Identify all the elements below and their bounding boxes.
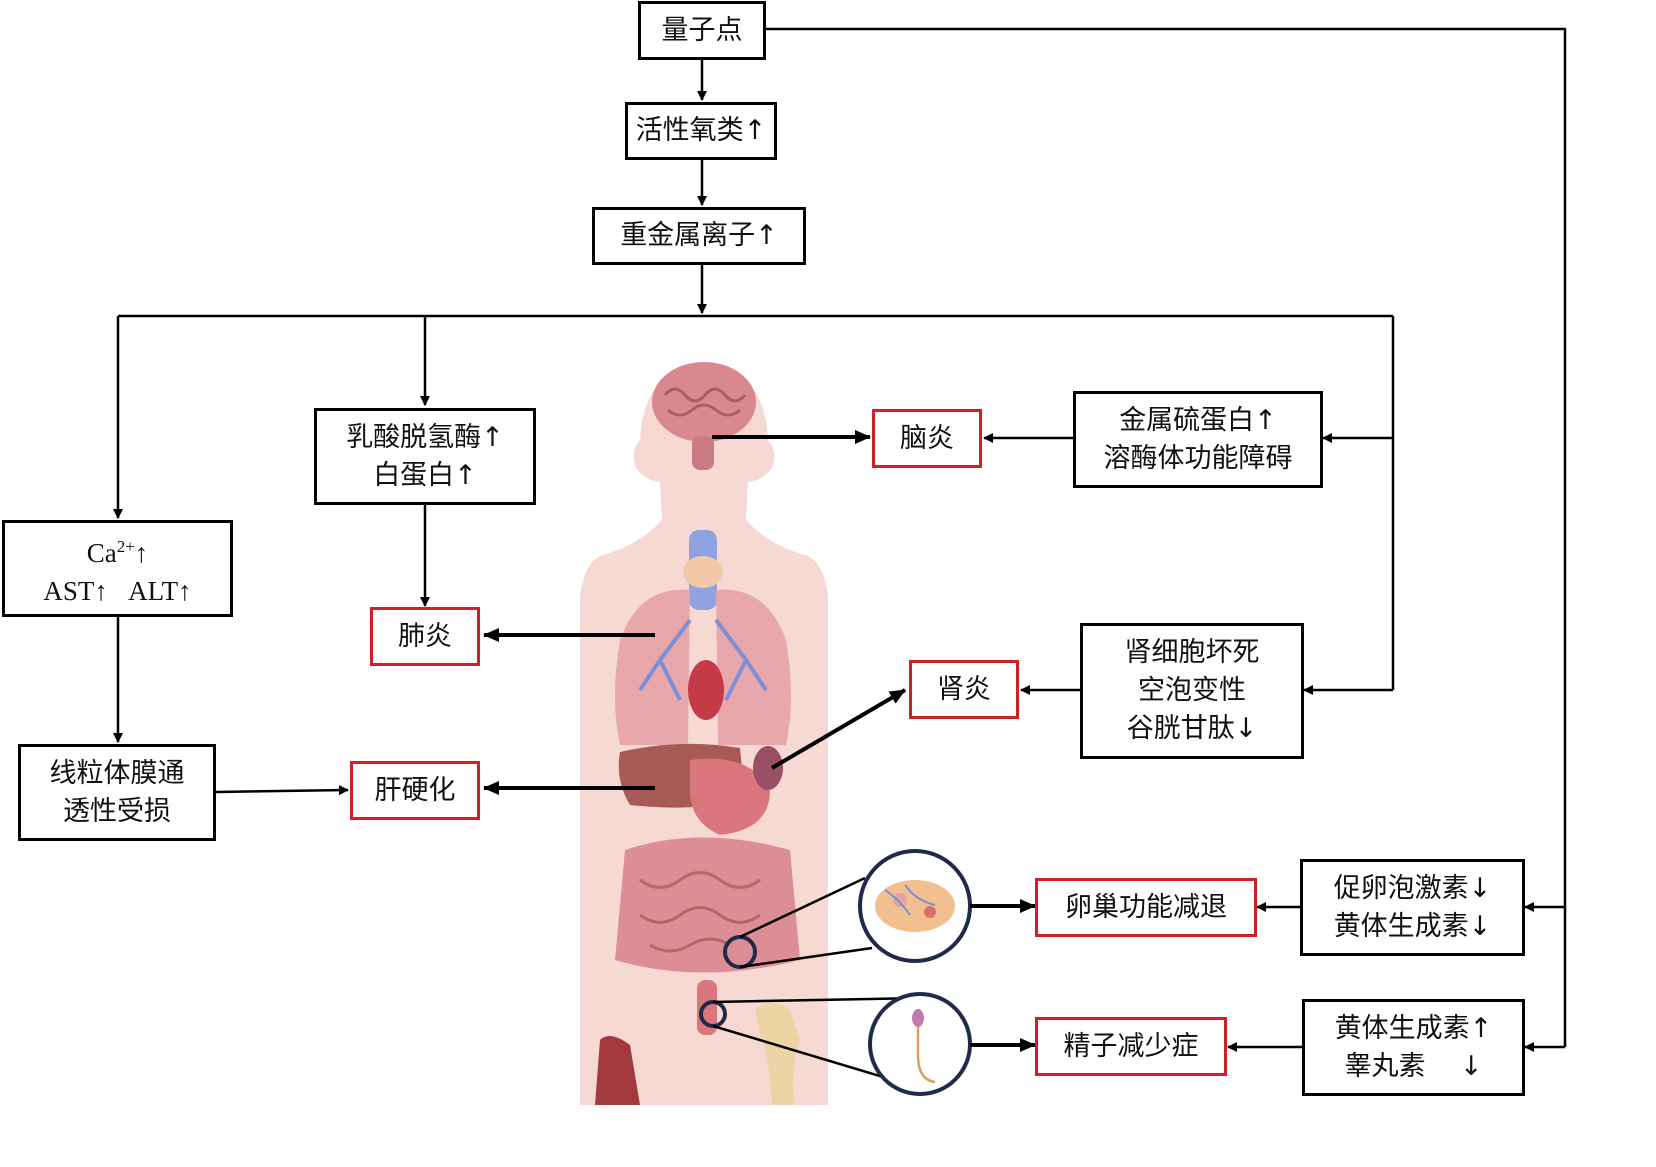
heavy-metal-label: 重金属离子↑: [620, 220, 778, 251]
bone-icon: [755, 1002, 800, 1105]
cirrhosis-label: 肝硬化: [374, 774, 456, 806]
pneumonia-label: 肺炎: [398, 620, 452, 652]
albumin-label: 白蛋白↑: [373, 459, 477, 491]
calcium-ast-alt-node: Ca2+↑ AST↑ ALT↑: [2, 520, 233, 617]
human-body-illustration: [580, 362, 972, 1105]
alt-label: ALT↑: [128, 575, 192, 606]
oligospermia-node: 精子减少症: [1035, 1017, 1227, 1076]
ovarian-decline-label: 卵巢功能减退: [1065, 891, 1227, 923]
mito-line-1: 线粒体膜通: [49, 757, 185, 789]
encephalitis-label: 脑炎: [900, 422, 954, 454]
ldh-albumin-node: 乳酸脱氢酶↑ 白蛋白↑: [314, 408, 536, 505]
quantum-dots-node: 量子点: [638, 1, 766, 60]
pneumonia-node: 肺炎: [370, 607, 480, 666]
brain-icon: [652, 362, 756, 442]
kidney-line-3: 谷胱甘肽↓: [1126, 713, 1258, 744]
kidney-line-2: 空泡变性: [1138, 675, 1246, 706]
ldh-label: 乳酸脱氢酶↑: [346, 421, 504, 453]
ast-alt-label: AST↑ ALT↑: [43, 572, 191, 610]
encephalitis-node: 脑炎: [872, 409, 982, 468]
kidney-icon: [753, 746, 783, 790]
lh-up-label: 黄体生成素↑: [1334, 1012, 1493, 1044]
ovarian-decline-node: 卵巢功能减退: [1035, 878, 1257, 937]
lh-testosterone-node: 黄体生成素↑ 睾丸素 ↓: [1302, 999, 1525, 1096]
testosterone-text: 睾丸素: [1344, 1050, 1426, 1082]
diagram-canvas: 量子点 活性氧类↑ 重金属离子↑ 乳酸脱氢酶↑ 白蛋白↑ Ca2+↑ AST↑ …: [2, 1, 1567, 1105]
calcium-symbol: Ca: [86, 537, 117, 568]
ast-label: AST↑: [43, 575, 108, 606]
nephritis-node: 肾炎: [909, 660, 1019, 719]
testosterone-label: 睾丸素 ↓: [1345, 1048, 1483, 1086]
testosterone-arrow: ↓: [1459, 1050, 1483, 1082]
lh-down-label: 黄体生成素↓: [1333, 910, 1492, 942]
metallothionein-node: 金属硫蛋白↑ 溶酶体功能障碍: [1073, 391, 1323, 488]
fsh-label: 促卵泡激素↓: [1333, 872, 1492, 904]
calcium-arrow: ↑: [134, 537, 149, 568]
diagram-illustration: [113, 27, 1567, 1105]
nephritis-label: 肾炎: [937, 673, 991, 705]
mitochondria-node: 线粒体膜通 透性受损: [18, 744, 216, 841]
quantum-dots-label: 量子点: [661, 14, 743, 46]
kidney-line-1: 肾细胞坏死: [1124, 637, 1260, 668]
fsh-lh-node: 促卵泡激素↓ 黄体生成素↓: [1300, 859, 1525, 956]
intestines-icon: [615, 837, 800, 973]
sperm-zoom-icon: [868, 992, 972, 1096]
lysosome-label: 溶酶体功能障碍: [1103, 442, 1293, 474]
connectors: [113, 27, 1567, 1052]
oligospermia-label: 精子减少症: [1063, 1030, 1199, 1062]
ros-label: 活性氧类↑: [635, 115, 767, 146]
heavy-metal-node: 重金属离子↑: [592, 207, 806, 265]
calcium-charge: 2+: [116, 536, 135, 556]
calcium-label: Ca2+↑: [87, 528, 149, 572]
kidney-cells-node: 肾细胞坏死 空泡变性 谷胱甘肽↓: [1080, 623, 1304, 759]
mito-line-2: 透性受损: [63, 795, 171, 827]
cirrhosis-node: 肝硬化: [350, 761, 480, 820]
lungs-icon: [615, 589, 690, 745]
metallothionein-label: 金属硫蛋白↑: [1119, 404, 1277, 436]
ros-node: 活性氧类↑: [625, 102, 777, 160]
